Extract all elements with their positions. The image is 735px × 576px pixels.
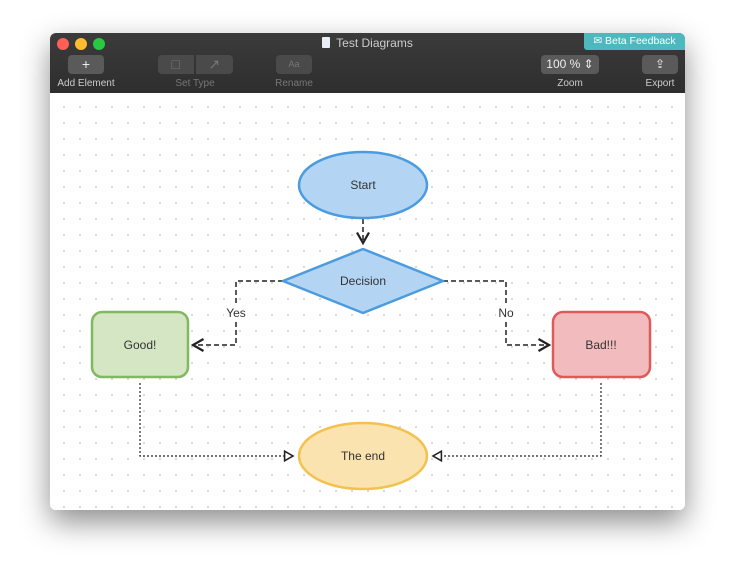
plus-icon: +: [68, 55, 104, 74]
zoom-label: Zoom: [557, 78, 583, 89]
node-bad-label: Bad!!!: [585, 338, 616, 352]
edge-label-yes: Yes: [226, 306, 246, 320]
zoom-window-button[interactable]: [93, 38, 105, 50]
edge-label-no: No: [498, 306, 514, 320]
node-decision-label: Decision: [340, 274, 386, 288]
title-text: Test Diagrams: [336, 36, 413, 50]
diagram: Yes No Start Decision Good! Bad!!! The e…: [90, 150, 652, 491]
app-window: Test Diagrams ✉ Beta Feedback + Add Elem…: [50, 33, 685, 510]
node-start[interactable]: Start: [297, 150, 429, 220]
rename-label: Rename: [275, 78, 313, 89]
zoom-value: 100 %: [546, 57, 581, 71]
add-element-button[interactable]: + Add Element: [55, 55, 117, 89]
node-end-label: The end: [341, 449, 385, 463]
node-bad[interactable]: Bad!!!: [551, 310, 652, 379]
export-button[interactable]: ⇪ Export: [638, 55, 682, 89]
set-type-label: Set Type: [175, 78, 215, 89]
edge-bad-end[interactable]: [433, 383, 602, 456]
document-icon: [322, 37, 331, 48]
arrow-type-icon[interactable]: ↗: [196, 55, 233, 74]
diagram-canvas[interactable]: Yes No Start Decision Good! Bad!!! The e…: [50, 93, 685, 510]
minimize-button[interactable]: [75, 38, 87, 50]
zoom-control[interactable]: 100 % ⇕ Zoom: [540, 55, 600, 89]
edge-good-end[interactable]: [139, 383, 293, 456]
add-element-label: Add Element: [57, 78, 115, 89]
node-good-label: Good!: [124, 338, 157, 352]
rename-button[interactable]: Aa Rename: [270, 55, 318, 89]
beta-feedback-label: Beta Feedback: [605, 35, 676, 47]
node-start-label: Start: [350, 178, 376, 192]
share-icon: ⇪: [642, 55, 678, 74]
window-title: Test Diagrams: [50, 36, 685, 50]
node-decision[interactable]: Decision: [281, 247, 445, 315]
toolbar: Test Diagrams ✉ Beta Feedback + Add Elem…: [50, 33, 685, 93]
node-good[interactable]: Good!: [90, 310, 190, 379]
edge-decision-good[interactable]: [190, 280, 283, 352]
node-end[interactable]: The end: [297, 421, 429, 491]
edge-decision-bad[interactable]: [443, 280, 552, 352]
set-type-control[interactable]: □ ↗ Set Type: [155, 55, 235, 89]
beta-feedback-button[interactable]: ✉ Beta Feedback: [584, 33, 685, 50]
rectangle-type-icon[interactable]: □: [157, 55, 194, 74]
stepper-icon[interactable]: ⇕: [583, 57, 594, 71]
rename-icon: Aa: [276, 55, 312, 74]
export-label: Export: [645, 78, 675, 89]
close-button[interactable]: [57, 38, 69, 50]
